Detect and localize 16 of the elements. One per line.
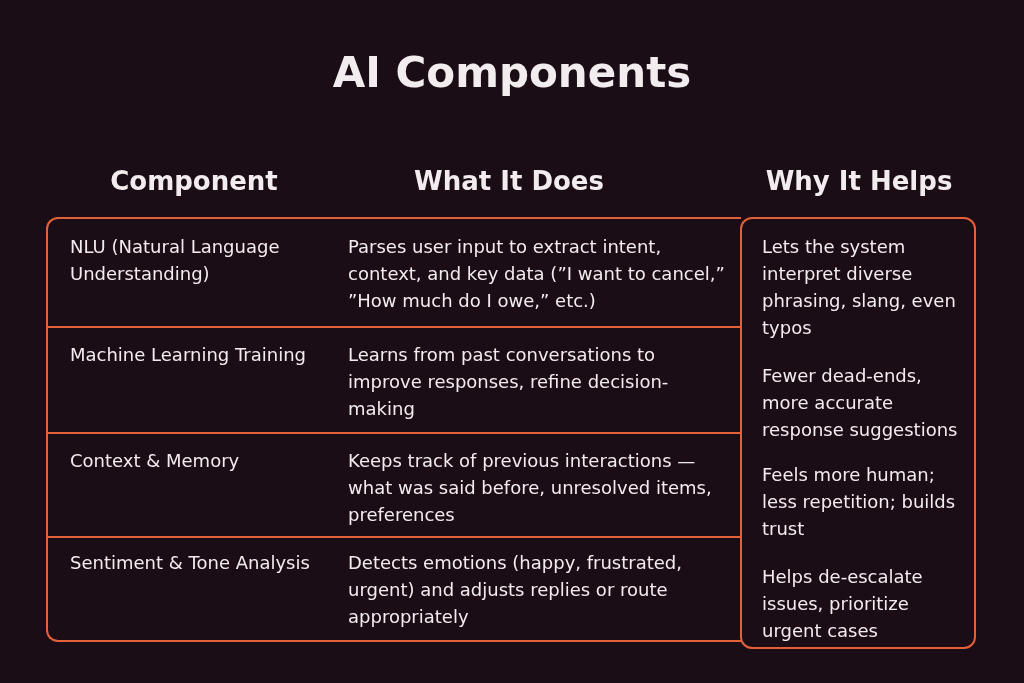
table-cell-text: Sentiment & Tone Analysis [70, 551, 311, 575]
table-cell-text: NLU (Natural Language Understanding) [70, 235, 281, 286]
table-cell-text: Keeps track of previous interactions — what was said before, unresolved items, preferences [348, 449, 713, 527]
table-cell-text: Lets the system interpret diverse phrasing, slang, even typos [762, 235, 957, 340]
table-cell-text: Parses user input to extract intent, context, and key data (”I want to cancel,” ”How much do I owe,” etc.) [348, 235, 726, 313]
table-cell-text: Learns from past conversations to improve responses, refine decision-making [348, 343, 670, 421]
table-cell-text: Detects emotions (happy, frustrated, urgent) and adjusts replies or route appropriately [348, 551, 684, 629]
column-header: What It Does [413, 166, 605, 196]
table-cell-text: Fewer dead-ends, more accurate response suggestions [762, 364, 959, 442]
table-cell-text: Context & Memory [70, 449, 241, 473]
table-cell-text: Feels more human; less repetition; builds trust [762, 463, 957, 541]
table-cell-text: Helps de-escalate issues, prioritize urgent cases [762, 565, 924, 643]
column-header: Component [109, 166, 279, 196]
table-cell-text: Machine Learning Training [70, 343, 307, 367]
title: AI Components [331, 48, 693, 97]
column-header: Why It Helps [764, 166, 954, 196]
